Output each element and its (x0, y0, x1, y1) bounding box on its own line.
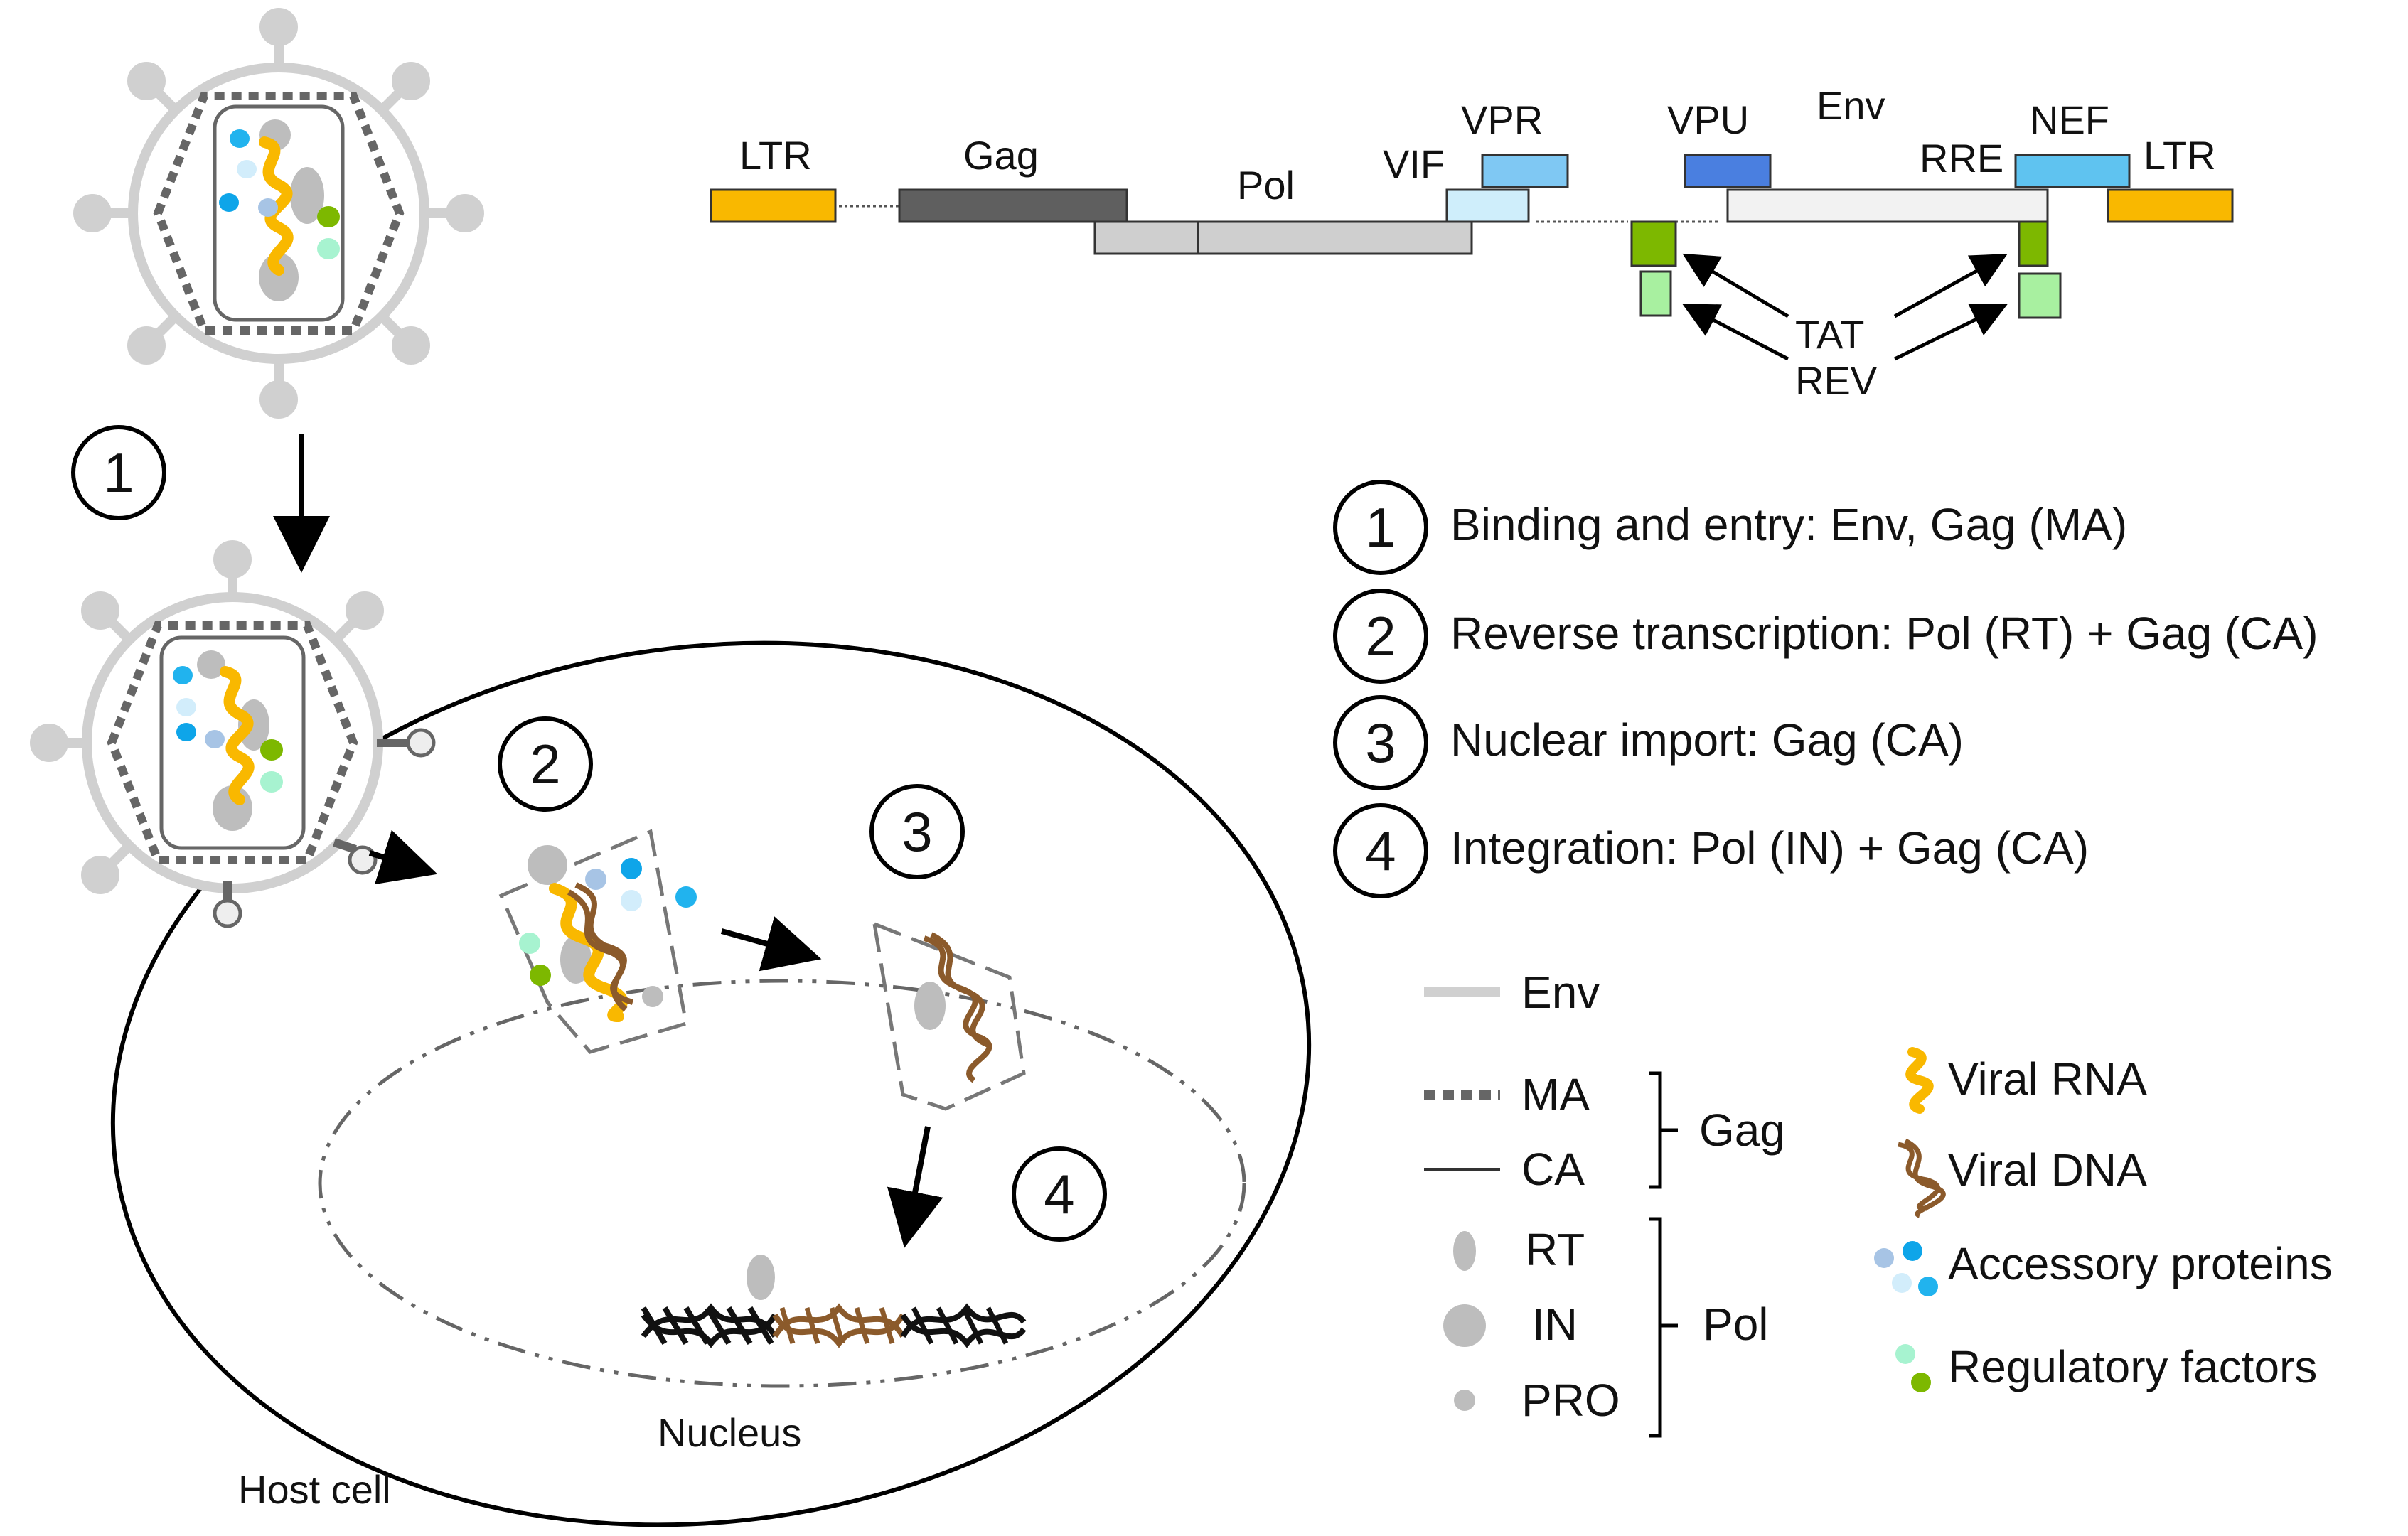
nef-label: NEF (2030, 97, 2109, 142)
ma-legend-label: MA (1521, 1069, 1590, 1120)
gag-legend-label: Gag (1699, 1105, 1785, 1156)
vpr-block (1481, 154, 1569, 188)
viral-rna-legend-label: Viral RNA (1948, 1053, 2147, 1105)
env-label: Env (1816, 83, 1885, 128)
gag-bracket (1649, 1071, 1678, 1189)
integrated-provirus (641, 1255, 1027, 1348)
rev-exon1-block (1639, 270, 1672, 317)
svg-text:2: 2 (530, 733, 560, 795)
viral-dna-swatch (1904, 1138, 1946, 1218)
in-legend-label: IN (1532, 1299, 1578, 1350)
rt-legend-swatch (1453, 1231, 1476, 1271)
rev-exon2-block (2018, 272, 2062, 319)
ltr-left-label: LTR (739, 133, 812, 178)
pol-legend-label: Pol (1703, 1299, 1769, 1350)
virion-binding (30, 540, 384, 894)
tat-exon1-block (1630, 220, 1677, 267)
svg-text:1: 1 (1365, 496, 1396, 559)
step-2-marker: 2 (498, 716, 593, 812)
step-1-text: Binding and entry: Env, Gag (MA) (1450, 499, 2127, 550)
nef-block (2014, 154, 2131, 188)
rev-label: REV (1795, 358, 1878, 403)
step-3-marker: 3 (869, 784, 965, 879)
virion-free (73, 8, 484, 419)
rre-label: RRE (1920, 136, 2003, 181)
step-2-text: Reverse transcription: Pol (RT) + Gag (C… (1450, 608, 2318, 659)
step-3-text: Nuclear import: Gag (CA) (1450, 714, 1964, 766)
step-2-item: 2 Reverse transcription: Pol (RT) + Gag … (1333, 589, 2318, 684)
vpu-label: VPU (1667, 97, 1749, 142)
step-1-marker: 1 (71, 425, 166, 520)
pre-integration-complex (872, 921, 1026, 1111)
pro-legend-label: PRO (1521, 1375, 1620, 1426)
steps-list: 1 Binding and entry: Env, Gag (MA) 2 Rev… (1333, 480, 2318, 898)
svg-text:4: 4 (1365, 820, 1396, 882)
tat-label: TAT (1795, 312, 1864, 357)
pro-legend-swatch (1454, 1390, 1475, 1411)
svg-text:2: 2 (1365, 605, 1396, 667)
step-4-marker: 4 (1012, 1146, 1107, 1242)
component-legend: Env MA CA Gag RT IN PRO Pol Viral RNA Vi… (1424, 967, 2333, 1438)
step-4-item: 4 Integration: Pol (IN) + Gag (CA) (1333, 803, 2089, 898)
svg-text:1: 1 (103, 441, 134, 504)
pol-bracket (1649, 1217, 1678, 1438)
genome-map: LTR Gag Pol VIF VPR VPU Env RRE NEF LTR … (710, 83, 2234, 403)
ltr-right-block (2107, 188, 2234, 223)
vif-block (1445, 188, 1530, 223)
host-receptors (213, 728, 436, 928)
step-4-text: Integration: Pol (IN) + Gag (CA) (1450, 822, 2089, 874)
vpr-label: VPR (1461, 97, 1543, 142)
svg-text:3: 3 (901, 800, 932, 863)
arrow-to-integration (887, 1126, 943, 1248)
ca-legend-label: CA (1521, 1144, 1585, 1195)
pol-label: Pol (1237, 163, 1295, 208)
tat-exon2-block (2018, 220, 2049, 267)
accessory-proteins-swatch (1874, 1241, 1938, 1296)
svg-text:3: 3 (1365, 711, 1396, 774)
env-legend-label: Env (1521, 967, 1600, 1018)
regulatory-factors-legend-label: Regulatory factors (1948, 1341, 2317, 1392)
arrow-to-rt (368, 829, 438, 885)
pol-block-b (1197, 220, 1473, 255)
vpu-block (1684, 154, 1772, 188)
in-legend-swatch (1443, 1304, 1486, 1347)
gag-block (898, 188, 1128, 223)
gag-label: Gag (963, 133, 1039, 178)
reverse-transcription-complex (498, 829, 697, 1054)
arrow-to-nuclear-import (720, 916, 822, 972)
rt-legend-label: RT (1525, 1224, 1585, 1275)
step-1-item: 1 Binding and entry: Env, Gag (MA) (1333, 480, 2127, 575)
viral-dna-legend-label: Viral DNA (1948, 1144, 2147, 1196)
accessory-proteins-legend-label: Accessory proteins (1948, 1238, 2333, 1289)
ltr-left-block (710, 188, 837, 223)
vif-label: VIF (1383, 141, 1445, 186)
nucleus-label: Nucleus (658, 1410, 801, 1455)
pol-block-a (1093, 220, 1199, 255)
host-cell-label: Host cell (238, 1467, 391, 1512)
svg-text:4: 4 (1044, 1163, 1074, 1225)
viral-rna-swatch (1905, 1047, 1934, 1114)
step-3-item: 3 Nuclear import: Gag (CA) (1333, 695, 1964, 790)
env-block (1726, 188, 2049, 223)
regulatory-factors-swatch (1895, 1344, 1931, 1392)
nucleus-envelope (318, 979, 1246, 1388)
ltr-right-label: LTR (2144, 133, 2216, 178)
